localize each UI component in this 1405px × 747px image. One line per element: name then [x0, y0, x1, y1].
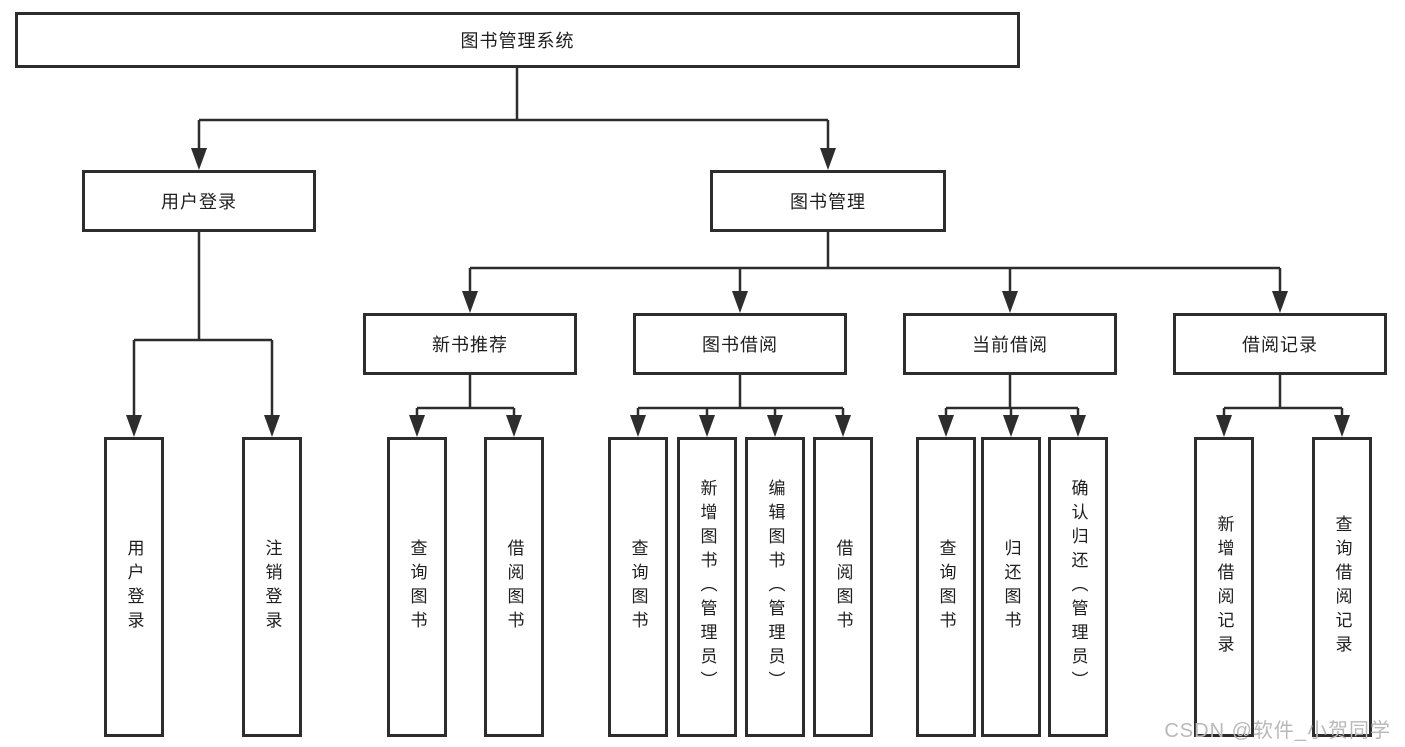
- node-book-borrow: 图书借阅: [633, 313, 847, 375]
- node-query-books-borrow: 查询图书: [608, 437, 668, 737]
- node-add-book-admin: 新增图书（管理员）: [677, 437, 737, 737]
- node-edit-book-admin: 编辑图书（管理员）: [745, 437, 805, 737]
- node-confirm-return-admin: 确认归还（管理员）: [1048, 437, 1108, 737]
- node-book-management: 图书管理: [710, 170, 946, 232]
- node-borrow-books-recommend-label: 借阅图书: [504, 539, 524, 635]
- node-add-borrow-record: 新增借阅记录: [1194, 437, 1254, 737]
- node-book-management-label: 图书管理: [790, 192, 866, 212]
- node-current-borrow: 当前借阅: [903, 313, 1117, 375]
- node-book-borrow-label: 图书借阅: [702, 335, 778, 355]
- node-add-borrow-record-label: 新增借阅记录: [1214, 515, 1234, 659]
- node-query-books-recommend-label: 查询图书: [407, 539, 427, 635]
- node-add-book-admin-label: 新增图书（管理员）: [697, 479, 717, 695]
- node-return-books: 归还图书: [981, 437, 1041, 737]
- node-root: 图书管理系统: [15, 12, 1020, 68]
- node-borrow-books-label: 借阅图书: [833, 539, 853, 635]
- node-query-books-current: 查询图书: [916, 437, 976, 737]
- node-user-login-label: 用户登录: [124, 539, 144, 635]
- node-logout-label: 注销登录: [262, 539, 282, 635]
- node-query-borrow-record: 查询借阅记录: [1312, 437, 1372, 737]
- node-return-books-label: 归还图书: [1001, 539, 1021, 635]
- node-new-book-recommend-label: 新书推荐: [432, 335, 508, 355]
- node-user-login-group: 用户登录: [82, 170, 316, 232]
- node-edit-book-admin-label: 编辑图书（管理员）: [765, 479, 785, 695]
- node-borrow-books-recommend: 借阅图书: [484, 437, 544, 737]
- node-borrow-records: 借阅记录: [1173, 313, 1387, 375]
- node-query-books-recommend: 查询图书: [387, 437, 447, 737]
- node-borrow-records-label: 借阅记录: [1242, 335, 1318, 355]
- node-query-books-current-label: 查询图书: [936, 539, 956, 635]
- node-confirm-return-admin-label: 确认归还（管理员）: [1068, 479, 1088, 695]
- node-root-label: 图书管理系统: [460, 31, 575, 51]
- node-query-books-borrow-label: 查询图书: [628, 539, 648, 635]
- node-user-login: 用户登录: [104, 437, 164, 737]
- watermark: CSDN @软件_小贺同学: [1164, 720, 1391, 742]
- node-current-borrow-label: 当前借阅: [972, 335, 1048, 355]
- node-user-login-group-label: 用户登录: [161, 192, 237, 212]
- node-new-book-recommend: 新书推荐: [363, 313, 577, 375]
- node-borrow-books: 借阅图书: [813, 437, 873, 737]
- node-query-borrow-record-label: 查询借阅记录: [1332, 515, 1352, 659]
- node-logout: 注销登录: [242, 437, 302, 737]
